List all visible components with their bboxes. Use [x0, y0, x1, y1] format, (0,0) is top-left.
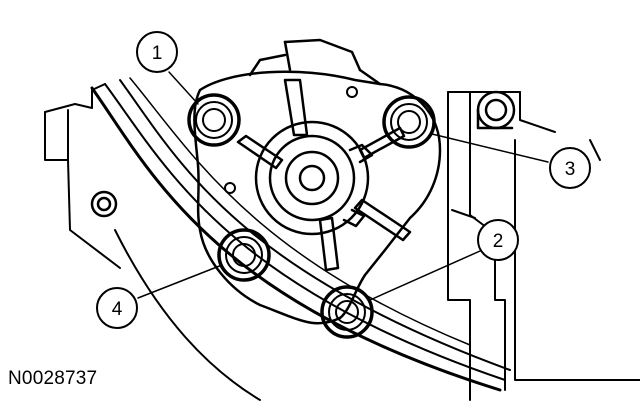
callout-label-1: 1 — [152, 43, 163, 64]
housing-small-holes — [224, 86, 358, 194]
leader-line-2 — [369, 250, 481, 301]
background-bolt-left — [90, 190, 118, 218]
background-nut-top-right — [476, 90, 516, 130]
callout-label-4: 4 — [112, 299, 123, 320]
impeller-vanes — [236, 78, 412, 272]
bolt-3 — [382, 95, 436, 149]
pump-housing — [193, 38, 442, 325]
bolt-1 — [187, 93, 241, 147]
bolt-2 — [320, 285, 374, 339]
curved-housing — [90, 77, 511, 401]
leader-line-3 — [431, 133, 549, 163]
callout-4: 4 — [96, 287, 138, 329]
callout-1: 1 — [136, 31, 178, 73]
leader-lines — [137, 71, 549, 301]
leader-line-1 — [168, 71, 199, 105]
leader-line-4 — [137, 264, 223, 299]
callout-label-2: 2 — [493, 231, 504, 252]
callout-2: 2 — [477, 219, 519, 261]
callout-label-3: 3 — [565, 159, 576, 180]
impeller-hub — [254, 120, 374, 236]
callout-3: 3 — [549, 147, 591, 189]
engine-block-right — [447, 91, 640, 401]
figure-id: N0028737 — [8, 368, 98, 389]
bolt-4 — [217, 228, 271, 282]
